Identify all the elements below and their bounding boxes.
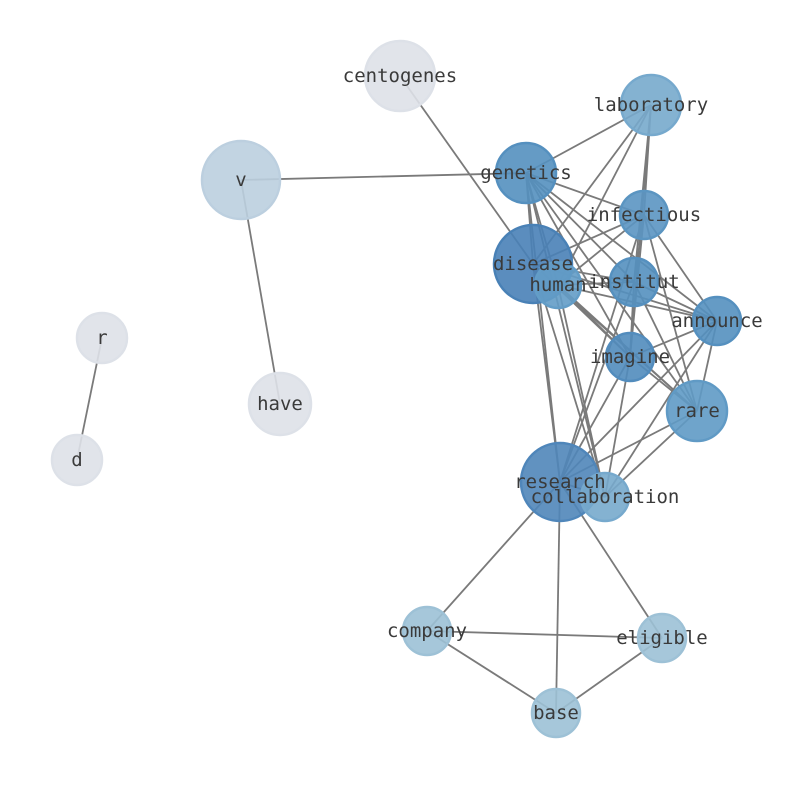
edge-laboratory-human bbox=[557, 104, 652, 286]
node-label-institut: institut bbox=[588, 271, 680, 293]
node-r[interactable] bbox=[75, 311, 129, 365]
node-label-base: base bbox=[533, 702, 579, 724]
edge-genetics-announce bbox=[525, 172, 718, 322]
node-genetics[interactable] bbox=[494, 141, 558, 205]
node-label-announce: announce bbox=[671, 310, 763, 332]
node-announce[interactable] bbox=[691, 295, 743, 347]
edges-layer bbox=[76, 75, 718, 714]
node-infectious[interactable] bbox=[618, 189, 670, 241]
node-label-collaboration: collaboration bbox=[531, 486, 680, 508]
edge-genetics-imagine bbox=[525, 172, 631, 358]
node-human[interactable] bbox=[533, 260, 583, 310]
node-label-r: r bbox=[96, 327, 107, 349]
node-label-company: company bbox=[387, 620, 467, 642]
node-label-eligible: eligible bbox=[616, 627, 708, 649]
node-eligible[interactable] bbox=[636, 612, 688, 664]
edge-company-base bbox=[426, 630, 557, 714]
node-institut[interactable] bbox=[608, 256, 660, 308]
node-label-have: have bbox=[257, 393, 303, 415]
node-label-research: research bbox=[514, 471, 606, 493]
edge-infectious-rare bbox=[643, 214, 698, 412]
node-centogenes[interactable] bbox=[363, 39, 437, 113]
node-label-infectious: infectious bbox=[587, 204, 701, 226]
node-label-centogenes: centogenes bbox=[343, 65, 457, 87]
node-label-genetics: genetics bbox=[480, 162, 572, 184]
node-company[interactable] bbox=[401, 605, 453, 657]
edge-v-genetics bbox=[240, 172, 527, 181]
edge-company-eligible bbox=[426, 630, 663, 639]
edge-human-collaboration bbox=[557, 284, 606, 498]
node-label-laboratory: laboratory bbox=[594, 94, 708, 116]
node-label-d: d bbox=[71, 449, 82, 471]
node-label-imagine: imagine bbox=[590, 346, 670, 368]
node-label-v: v bbox=[235, 169, 246, 191]
node-v[interactable] bbox=[200, 139, 282, 221]
node-base[interactable] bbox=[530, 687, 582, 739]
node-label-human: human bbox=[529, 274, 586, 296]
node-have[interactable] bbox=[247, 371, 313, 437]
node-label-disease: disease bbox=[493, 253, 573, 275]
node-imagine[interactable] bbox=[604, 331, 656, 383]
edge-announce-collaboration bbox=[604, 320, 718, 498]
node-d[interactable] bbox=[50, 433, 104, 487]
nodes-layer bbox=[50, 39, 743, 739]
node-rare[interactable] bbox=[665, 379, 729, 443]
node-label-rare: rare bbox=[674, 400, 720, 422]
labels-layer: centogenes laboratory v genetics infectious d… bbox=[71, 65, 762, 724]
node-laboratory[interactable] bbox=[619, 73, 683, 137]
node-collaboration[interactable] bbox=[579, 471, 631, 523]
